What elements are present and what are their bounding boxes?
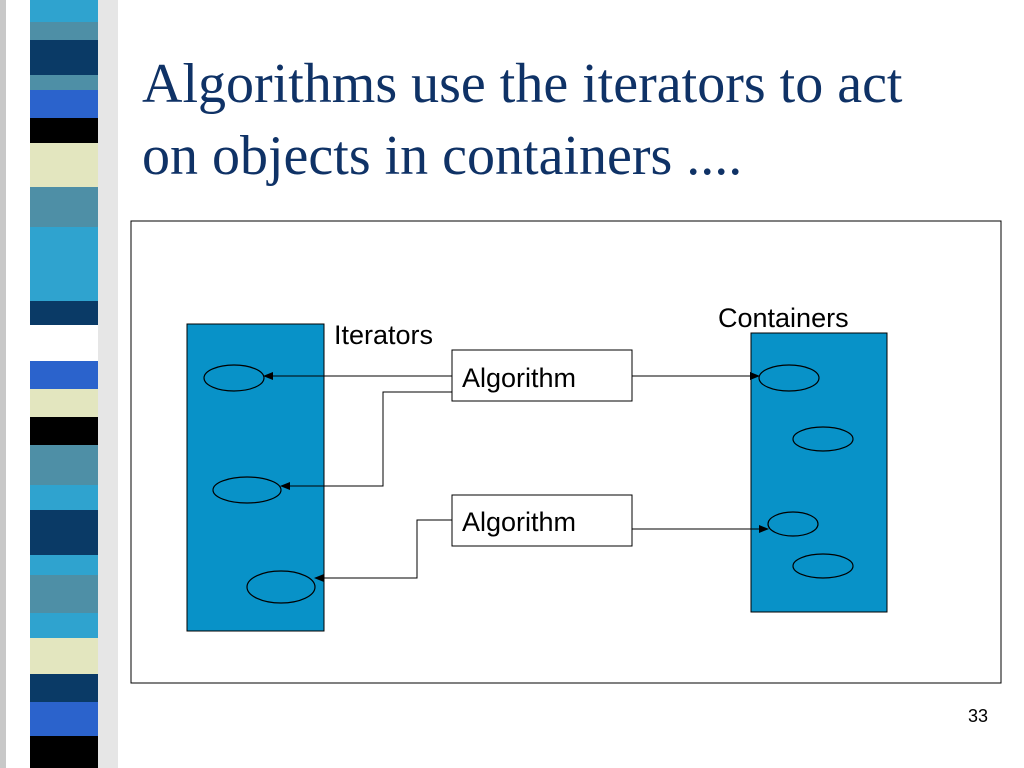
algorithm-label-2: Algorithm: [462, 507, 576, 537]
title-line-1: Algorithms use the iterators to act: [142, 53, 903, 115]
container-ellipse-3: [767, 511, 819, 537]
stripe-segment: [30, 389, 98, 417]
stripe-segment: [30, 325, 98, 361]
stripe-segment: [30, 22, 98, 40]
stripe-segment: [30, 361, 98, 389]
slide-title: Algorithms use the iterators to act on o…: [142, 48, 1012, 192]
algorithm-label-1: Algorithm: [462, 363, 576, 393]
stripe-segment: [30, 90, 98, 118]
stripe-segment: [30, 485, 98, 510]
container-ellipse-2: [792, 426, 854, 452]
stripe-segment: [30, 575, 98, 613]
title-line-2: on objects in containers ....: [142, 125, 743, 187]
stripe-segment: [30, 445, 98, 485]
stripe-segment: [30, 269, 98, 301]
arrow-algorithm2-to-iterator3: [314, 519, 452, 582]
stripe-segment: [30, 187, 98, 227]
page-number: 33: [967, 706, 988, 726]
stripe-segment: [30, 555, 98, 575]
stripe-segment: [30, 638, 98, 674]
decorative-stripe-bar: [0, 0, 118, 768]
stripe-segment: [30, 736, 98, 768]
stripe-segment: [30, 227, 98, 269]
iterators-label: Iterators: [334, 320, 433, 350]
algorithm-box-2: [451, 494, 633, 547]
container-ellipse-4: [792, 553, 854, 579]
stripe-segment: [30, 417, 98, 445]
containers-block: [750, 332, 888, 613]
stripe-segment: [30, 702, 98, 736]
stripe-segment: [30, 301, 98, 325]
stripe-segment: [30, 510, 98, 555]
stripe-segment: [30, 0, 98, 22]
stripe-segment: [30, 613, 98, 638]
stripe-segment: [30, 674, 98, 702]
stripe-segment: [30, 143, 98, 187]
stripe-segment: [30, 40, 98, 75]
iterator-ellipse-3: [246, 570, 316, 604]
stripe-segment: [30, 118, 98, 143]
stripe-segment: [30, 75, 98, 90]
stripe-segments: [30, 0, 98, 768]
iterator-ellipse-2: [212, 476, 282, 504]
containers-label: Containers: [718, 303, 849, 333]
algorithm-diagram: Iterators Containers Algorithm Algorithm: [130, 220, 1002, 684]
arrow-algorithm1-to-iterator2: [280, 391, 452, 490]
